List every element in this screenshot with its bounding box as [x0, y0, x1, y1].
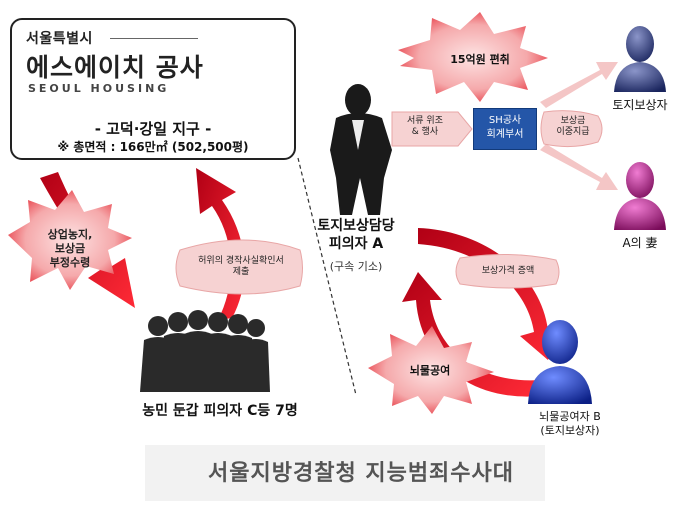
embezzle-label: 15억원 편취 [450, 53, 510, 66]
farmland-line-2: 보상금 [54, 241, 86, 255]
arrow-to-wife [540, 144, 618, 190]
detained-label: (구속 기소) [329, 260, 383, 273]
forge-label: 서류 위조 & 행사 [394, 116, 456, 139]
farmland-label: 상업농지, 보상금 부정수령 [30, 228, 110, 269]
farmers-silhouette [140, 310, 270, 392]
landowner-figure [614, 26, 666, 92]
sh-accounting-box: SH공사 회계부서 [473, 108, 537, 150]
officer-line-1: 토지보상담당 [317, 218, 395, 234]
wife-figure [614, 162, 666, 230]
briber-line-1: 뇌물공여자 B [539, 410, 601, 423]
briber-line-2: (토지보상자) [540, 424, 600, 438]
logo-english-name: SEOUL HOUSING [28, 82, 170, 95]
burst-bribe [368, 326, 494, 414]
divider-line [297, 157, 357, 396]
forge-line-1: 서류 위조 [407, 116, 443, 126]
farmland-line-1: 상업농지, [47, 228, 93, 241]
false-cert-line-1: 허위의 경작사실확인서 [198, 256, 284, 266]
district-title: - 고덕·강일 지구 - [94, 120, 212, 138]
forge-line-2: & 행사 [411, 127, 439, 138]
suspect-a-silhouette [330, 84, 392, 215]
double-pay-line-2: 이중지급 [556, 127, 590, 138]
wife-label: A의 妻 [622, 236, 658, 250]
false-cert-label: 허위의 경작사실확인서 제출 [185, 256, 297, 279]
pill-double-pay [540, 110, 603, 148]
burst-embezzle [398, 12, 548, 102]
price-proof-label: 보상가격 증액 [481, 266, 535, 276]
sh-dept-line-1: SH공사 [488, 115, 522, 126]
sh-dept-line-2: 회계부서 [486, 128, 524, 140]
pill-forge [391, 111, 473, 147]
sh-logo-box [10, 18, 296, 160]
briber-label: 뇌물공여자 B (토지보상자) [520, 410, 620, 439]
logo-divider [110, 38, 198, 39]
logo-city-text: 서울특별시 [26, 31, 93, 47]
false-cert-line-2: 제출 [232, 267, 250, 278]
officer-line-2: 피의자 A [328, 235, 384, 252]
briber-figure [528, 320, 592, 404]
total-area: ※ 총면적 : 166만㎡ (502,500평) [57, 140, 249, 154]
logo-company-name: 에스에이치 공사 [26, 53, 204, 82]
pill-false-cert [175, 239, 303, 295]
double-pay-label: 보상금 이중지급 [546, 116, 600, 139]
police-footer [145, 445, 545, 501]
police-agency-name: 서울지방경찰청 지능범죄수사대 [208, 461, 515, 486]
double-pay-line-1: 보상금 [560, 116, 586, 126]
burst-farmland [8, 190, 132, 290]
pill-price-proof [455, 253, 560, 289]
landowner-label: 토지보상자 [612, 98, 668, 112]
arrow-to-landowner [540, 62, 618, 108]
bribe-label: 뇌물공여 [409, 364, 451, 377]
farmland-line-3: 부정수령 [49, 255, 91, 269]
suspect-a-label: 토지보상담당 피의자 A [306, 218, 406, 253]
farmers-label: 농민 둔갑 피의자 C등 7명 [142, 403, 298, 419]
